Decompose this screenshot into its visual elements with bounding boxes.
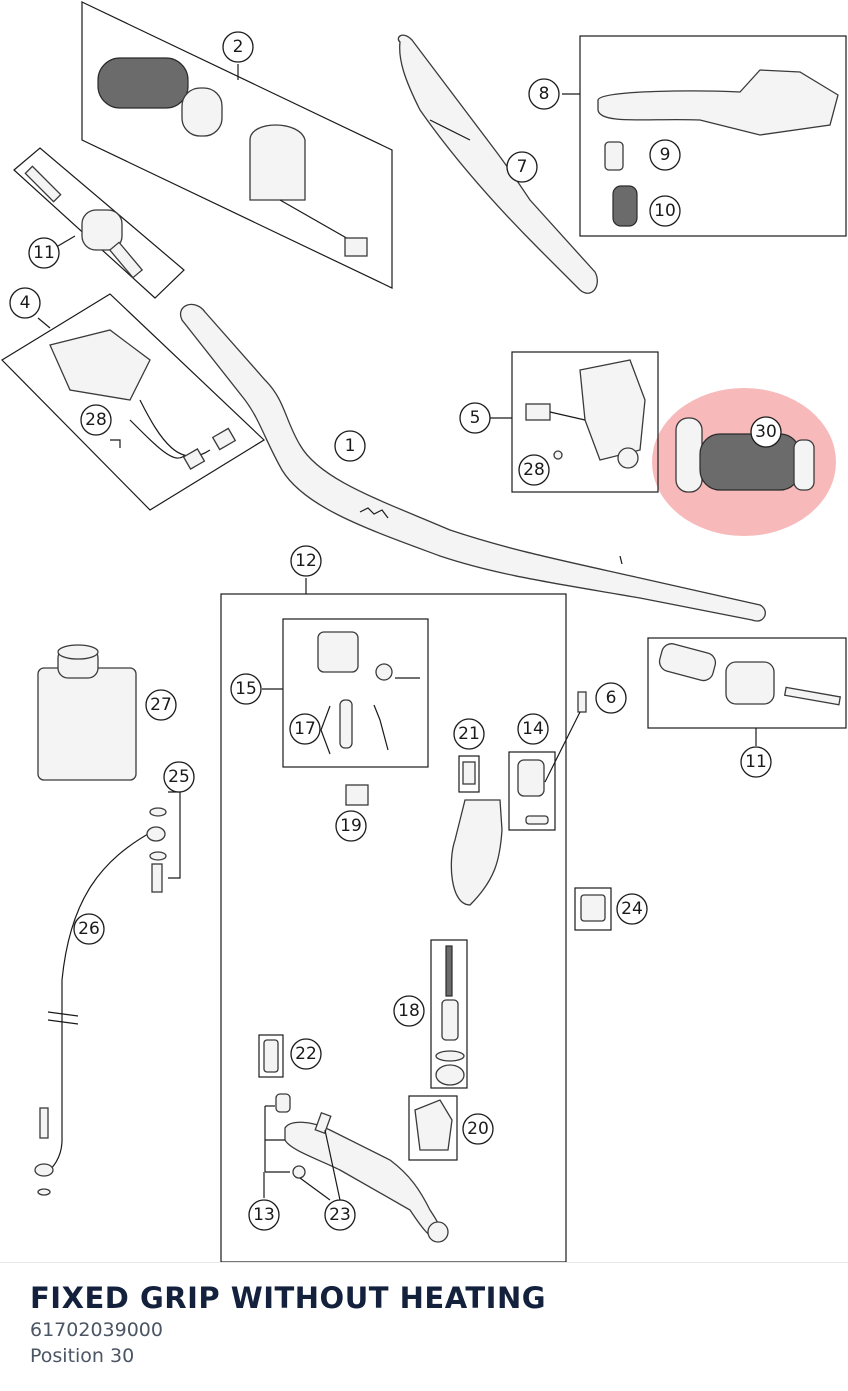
callout-9[interactable]: 9	[649, 139, 681, 171]
svg-text:19: 19	[340, 816, 362, 836]
callout-21[interactable]: 21	[453, 718, 485, 750]
callout-10[interactable]: 10	[649, 195, 681, 227]
callout-27[interactable]: 27	[145, 689, 177, 721]
callout-23[interactable]: 23	[324, 1199, 356, 1231]
position-label: Position 30	[30, 1345, 135, 1367]
callout-1[interactable]: 1	[334, 430, 366, 462]
product-title: FIXED GRIP WITHOUT HEATING	[30, 1281, 547, 1315]
part-group-12	[220, 593, 567, 1262]
part-group-11-left	[13, 147, 185, 299]
callout-2[interactable]: 2	[222, 31, 254, 63]
callout-20[interactable]: 20	[462, 1113, 494, 1145]
callout-8[interactable]: 8	[528, 78, 560, 110]
callout-leaders	[37, 64, 757, 1201]
svg-text:28: 28	[523, 460, 545, 480]
svg-text:21: 21	[458, 724, 480, 744]
callout-18[interactable]: 18	[393, 995, 425, 1027]
svg-text:6: 6	[606, 688, 617, 708]
part-27-brake-fluid	[37, 644, 137, 781]
callout-19[interactable]: 19	[335, 810, 367, 842]
part-group-7	[397, 34, 598, 294]
svg-text:12: 12	[295, 551, 317, 571]
svg-text:11: 11	[33, 243, 55, 263]
svg-text:13: 13	[253, 1205, 275, 1225]
part-group-11-right	[647, 637, 847, 729]
callout-5[interactable]: 5	[459, 402, 491, 434]
svg-text:4: 4	[20, 293, 31, 313]
svg-text:18: 18	[398, 1001, 420, 1021]
callout-22[interactable]: 22	[290, 1038, 322, 1070]
callout-6[interactable]: 6	[595, 682, 627, 714]
svg-text:17: 17	[294, 719, 316, 739]
callout-17[interactable]: 17	[289, 713, 321, 745]
svg-text:1: 1	[345, 436, 356, 456]
callout-4[interactable]: 4	[9, 287, 41, 319]
callout-11-right[interactable]: 11	[740, 746, 772, 778]
svg-text:27: 27	[150, 695, 172, 715]
callout-30[interactable]: 30	[750, 416, 782, 448]
part-group-4	[1, 293, 265, 511]
callout-24[interactable]: 24	[616, 893, 648, 925]
svg-text:28: 28	[85, 410, 107, 430]
svg-text:24: 24	[621, 899, 643, 919]
part-group-2	[81, 1, 393, 289]
svg-text:10: 10	[654, 201, 676, 221]
callout-11-left[interactable]: 11	[28, 237, 60, 269]
svg-text:15: 15	[235, 679, 257, 699]
svg-text:5: 5	[470, 408, 481, 428]
callout-13[interactable]: 13	[248, 1199, 280, 1231]
svg-text:2: 2	[233, 37, 244, 57]
callout-26[interactable]: 26	[73, 913, 105, 945]
part-group-5	[511, 351, 659, 493]
part-number: 61702039000	[30, 1319, 163, 1341]
callout-28-right[interactable]: 28	[518, 454, 550, 486]
part-group-8	[579, 35, 847, 237]
svg-text:7: 7	[517, 157, 528, 177]
svg-text:30: 30	[755, 422, 777, 442]
svg-text:11: 11	[745, 752, 767, 772]
callout-12[interactable]: 12	[290, 545, 322, 577]
svg-text:9: 9	[660, 145, 671, 165]
svg-text:22: 22	[295, 1044, 317, 1064]
callout-28-left[interactable]: 28	[80, 404, 112, 436]
svg-text:20: 20	[467, 1119, 489, 1139]
callout-15[interactable]: 15	[230, 673, 262, 705]
svg-text:23: 23	[329, 1205, 351, 1225]
svg-text:26: 26	[78, 919, 100, 939]
svg-text:25: 25	[168, 767, 190, 787]
product-info-footer: FIXED GRIP WITHOUT HEATING 61702039000 P…	[0, 1262, 848, 1391]
handlebar-part[interactable]	[179, 303, 766, 622]
callout-7[interactable]: 7	[506, 151, 538, 183]
exploded-parts-diagram: 1 2 4 5 6 7 8 9 10 11 11 12 13 14 15 17 …	[1, 1, 847, 1262]
callout-25[interactable]: 25	[163, 761, 195, 793]
grip-part-30[interactable]	[675, 417, 815, 493]
svg-text:8: 8	[539, 84, 550, 104]
part-6	[544, 691, 587, 783]
part-group-24	[574, 887, 612, 931]
svg-text:14: 14	[522, 719, 544, 739]
callout-14[interactable]: 14	[517, 713, 549, 745]
part-26-brake-hose	[34, 791, 181, 1196]
